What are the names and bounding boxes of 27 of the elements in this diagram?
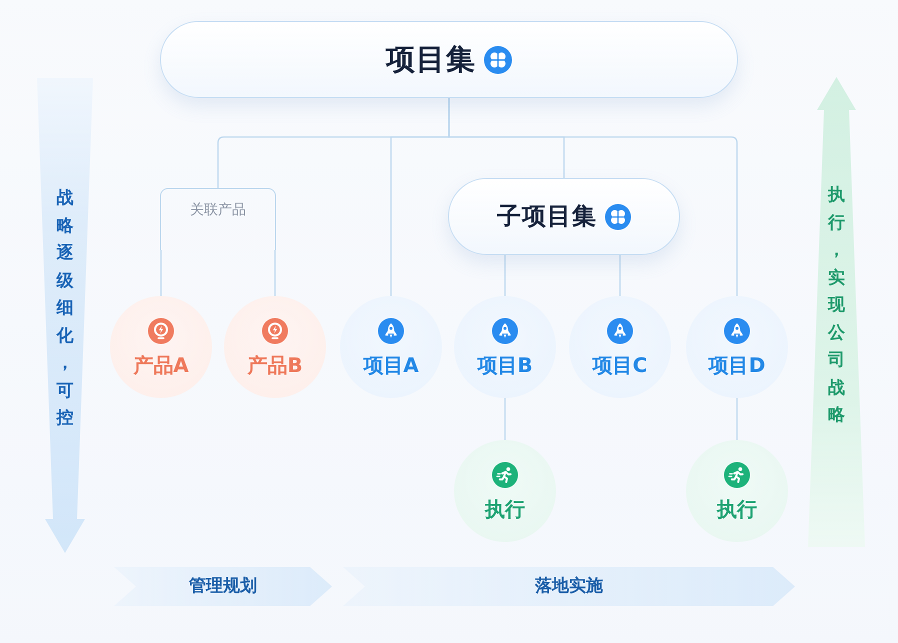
connector-line — [619, 255, 621, 296]
connector-line — [504, 255, 506, 296]
node-label: 项目集 — [386, 42, 476, 77]
vertical-label: 执行，实现公司战略 — [828, 184, 846, 427]
node-label: 项目B — [477, 352, 533, 376]
node-label: 执行 — [717, 496, 757, 520]
node-label: 产品A — [133, 352, 189, 376]
connector-line — [274, 250, 276, 296]
connector-line — [736, 398, 738, 440]
connector-line — [160, 250, 162, 296]
node-label: 项目D — [708, 352, 766, 376]
up-arrow-band — [808, 77, 865, 547]
node-label: 执行 — [485, 496, 525, 520]
connector-line — [448, 98, 738, 296]
node-label: 项目C — [592, 352, 648, 376]
chevron-band — [343, 567, 795, 606]
band-label: 管理规划 — [189, 576, 257, 597]
node-label: 产品B — [247, 352, 303, 376]
node-label: 子项目集 — [497, 202, 597, 231]
down-arrow-band — [37, 78, 93, 553]
chevron-band — [114, 567, 332, 606]
group-bracket — [160, 188, 276, 250]
band-label: 落地实施 — [535, 576, 603, 597]
connector-line — [504, 398, 506, 440]
vertical-label: 战略逐级细化，可控 — [56, 187, 74, 430]
group-label: 关联产品 — [190, 201, 246, 220]
node-label: 项目A — [363, 352, 419, 376]
